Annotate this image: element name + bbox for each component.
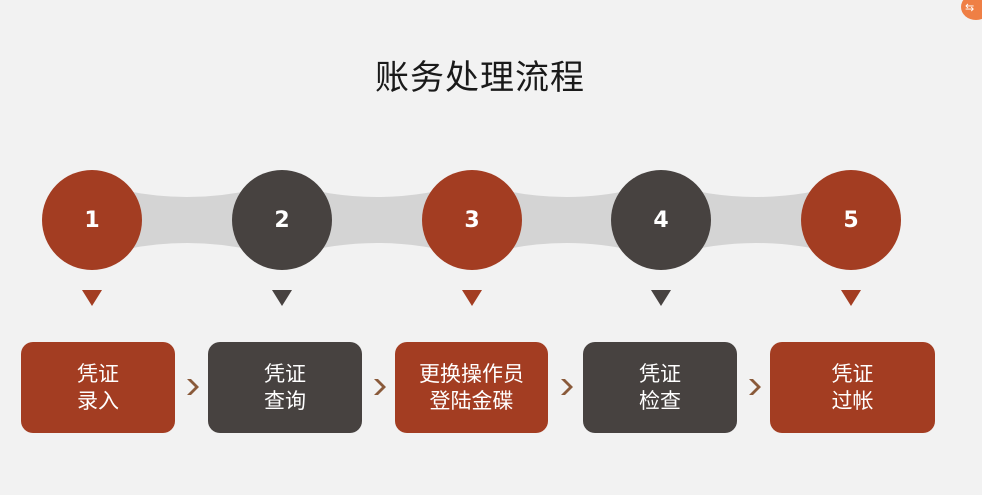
step-label-line1: 凭证 [77, 361, 119, 386]
step-1-circle: 1 [42, 170, 142, 270]
step-number: 1 [84, 207, 100, 233]
down-arrow-icon [82, 290, 102, 306]
step-label-line2: 登陆金碟 [429, 388, 514, 413]
down-arrow-icon [651, 290, 671, 306]
step-label-line1: 凭证 [639, 361, 681, 386]
step-2-box: 凭证查询 [208, 342, 362, 433]
step-label-line2: 录入 [77, 388, 119, 413]
step-number: 4 [653, 207, 669, 233]
down-arrow-icon [272, 290, 292, 306]
down-arrow-icon [462, 290, 482, 306]
step-number: 3 [464, 207, 480, 233]
step-label-line1: 更换操作员 [419, 361, 524, 386]
step-label-line2: 查询 [264, 388, 306, 413]
page-title: 账务处理流程 [375, 58, 585, 98]
step-label-line1: 凭证 [264, 361, 306, 386]
corner-badge-icon[interactable]: ⇆ [961, 0, 982, 20]
down-arrow-icon [841, 290, 861, 306]
step-5-box: 凭证过帐 [770, 342, 935, 433]
step-1-box: 凭证录入 [21, 342, 175, 433]
step-3-box: 更换操作员登陆金碟 [395, 342, 548, 433]
step-5-circle: 5 [801, 170, 901, 270]
step-label-line2: 过帐 [831, 388, 874, 413]
chevron-right-icon [561, 379, 573, 395]
step-label-line1: 凭证 [831, 361, 874, 386]
chevron-right-icon [187, 379, 199, 395]
chevron-right-icon [374, 379, 386, 395]
step-4-circle: 4 [611, 170, 711, 270]
chevron-right-icon [749, 379, 761, 395]
step-label-line2: 检查 [639, 388, 681, 413]
step-4-box: 凭证检查 [583, 342, 737, 433]
step-3-circle: 3 [422, 170, 522, 270]
step-2-circle: 2 [232, 170, 332, 270]
step-number: 5 [843, 207, 859, 233]
step-number: 2 [274, 207, 290, 233]
